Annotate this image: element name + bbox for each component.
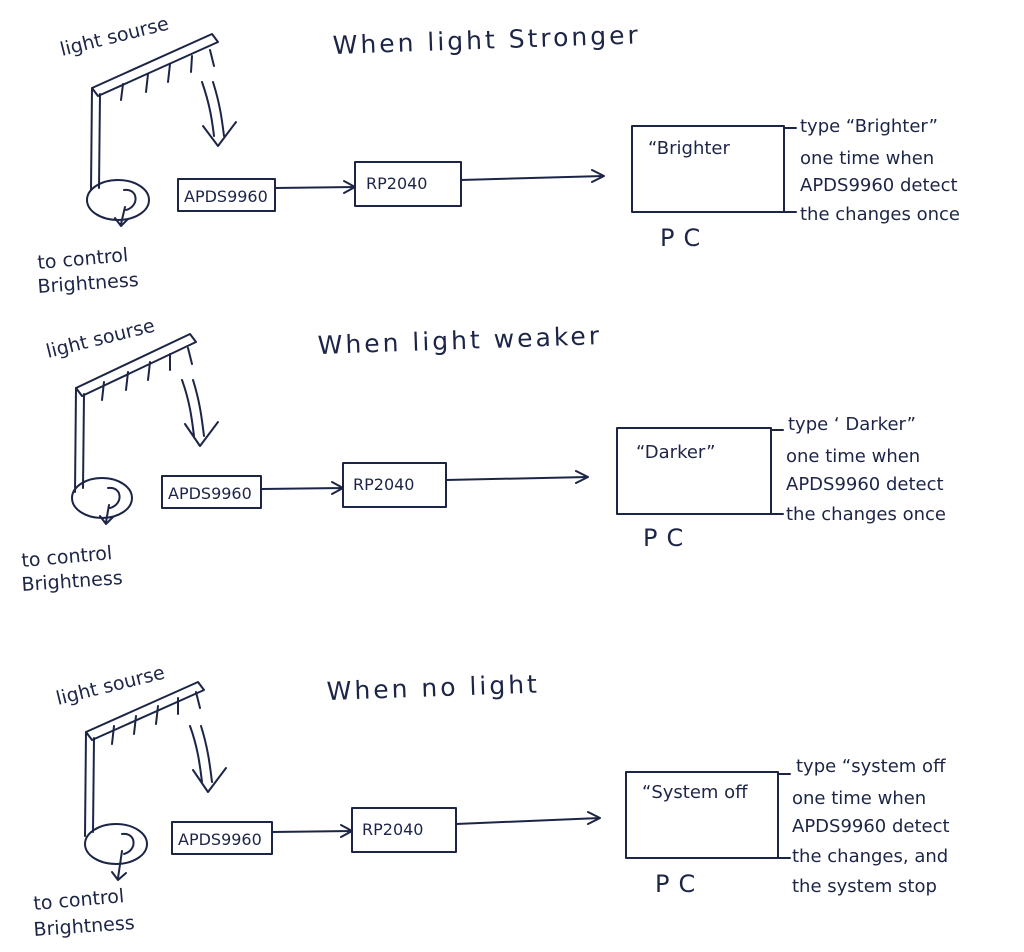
pc-screen: “Brighter	[631, 125, 785, 213]
rp2040-board: RP2040	[351, 807, 457, 853]
panel-title: When light weaker	[317, 321, 602, 360]
panel-light-weaker: When light weaker light sourse to contro…	[21, 315, 946, 596]
note-line: one time when	[792, 788, 926, 809]
arrow-rp2040-to-pc	[460, 169, 605, 183]
note-pointer	[783, 127, 797, 213]
brightness-label: Brightness	[37, 269, 140, 298]
note-line: APDS9960 detect	[786, 474, 944, 495]
screen-text: “Darker”	[636, 442, 715, 463]
light-rays-arrow	[189, 725, 227, 793]
sensor-label: APDS9960	[184, 187, 268, 206]
apds9960-sensor: APDS9960	[177, 178, 276, 212]
panel-title: When light Stronger	[332, 20, 641, 60]
behavior-note: type “Brighter” one time when APDS9960 d…	[800, 116, 960, 225]
light-source-label: light sourse	[44, 315, 157, 363]
panel-no-light: When no light light sourse to control Br…	[33, 662, 950, 941]
apds9960-sensor: APDS9960	[171, 821, 273, 855]
pc-label: PC	[643, 524, 692, 552]
desk-lamp	[84, 681, 205, 881]
sensor-label: APDS9960	[178, 830, 262, 849]
note-line: APDS9960 detect	[800, 175, 958, 196]
behavior-note: type ‘ Darker” one time when APDS9960 de…	[786, 414, 946, 525]
pc-label: PC	[655, 870, 704, 898]
rp2040-label: RP2040	[362, 820, 423, 839]
panel-light-stronger: When light Stronger light sourse to cont…	[37, 13, 960, 298]
light-rays-arrow	[181, 379, 219, 447]
brightness-label: Brightness	[21, 567, 124, 596]
rp2040-label: RP2040	[353, 475, 414, 494]
note-line: the system stop	[792, 876, 937, 897]
pc-screen: “Darker”	[616, 427, 772, 515]
note-line: the changes, and	[792, 846, 948, 867]
arrow-sensor-to-rp2040	[260, 481, 344, 495]
control-label: to control	[33, 885, 126, 915]
sensor-label: APDS9960	[168, 484, 252, 503]
rp2040-board: RP2040	[342, 462, 447, 508]
note-line: one time when	[786, 446, 920, 467]
panel-title: When no light	[326, 670, 540, 706]
desk-lamp	[86, 33, 219, 227]
note-line: APDS9960 detect	[792, 816, 950, 837]
note-line: type “Brighter”	[800, 116, 938, 137]
behavior-note: type “system off one time when APDS9960 …	[792, 756, 950, 897]
rp2040-board: RP2040	[354, 161, 462, 207]
note-line: the changes once	[786, 504, 946, 525]
arrow-sensor-to-rp2040	[274, 180, 356, 194]
light-rays-arrow	[201, 81, 237, 147]
note-pointer	[777, 773, 791, 859]
pc-screen: “System off	[625, 771, 779, 859]
light-source-label: light sourse	[58, 13, 171, 61]
control-label: to control	[21, 542, 114, 572]
rp2040-label: RP2040	[366, 174, 427, 193]
screen-text: “Brighter	[648, 138, 730, 159]
apds9960-sensor: APDS9960	[161, 475, 262, 509]
arrow-rp2040-to-pc	[455, 811, 601, 825]
arrow-rp2040-to-pc	[445, 470, 589, 484]
note-pointer	[770, 429, 784, 515]
arrow-sensor-to-rp2040	[271, 824, 353, 838]
note-line: type “system off	[796, 756, 946, 777]
desk-lamp	[71, 333, 197, 525]
pc-label: PC	[660, 224, 709, 252]
note-line: one time when	[800, 148, 934, 169]
note-line: type ‘ Darker”	[788, 414, 916, 435]
screen-text: “System off	[642, 782, 748, 803]
note-line: the changes once	[800, 204, 960, 225]
control-label: to control	[37, 244, 130, 274]
brightness-label: Brightness	[33, 912, 136, 941]
